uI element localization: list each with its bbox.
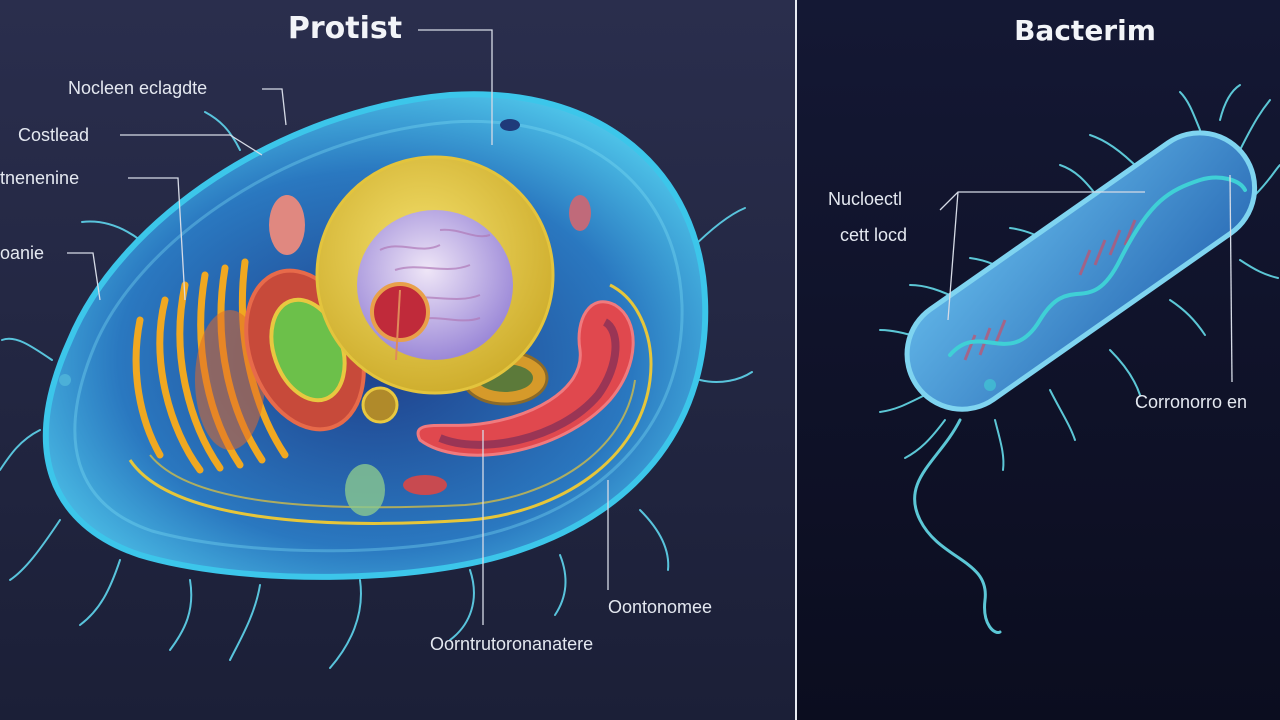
protist-cell — [0, 91, 753, 669]
bacterium-granule — [984, 379, 996, 391]
protist-title: Protist — [288, 11, 402, 46]
protist-er-outer — [128, 283, 653, 525]
protist-vesicle-green — [345, 464, 385, 516]
protist-label-bottom-right: Oontonomee — [608, 597, 712, 617]
protist-nucleolus — [357, 210, 513, 360]
protist-nucleolus-pointer — [395, 289, 401, 361]
protist-granule — [500, 119, 520, 131]
protist-mitochondrion-inner — [438, 318, 620, 449]
protist-label-vacuole: oanie — [0, 243, 44, 263]
protist-vesicle-red — [403, 475, 447, 495]
bacterium-label-right: Corronorro en — [1135, 392, 1247, 412]
bacterium-dna — [948, 175, 1247, 357]
protist-inner-membrane — [73, 119, 684, 553]
protist-label-cytoplasm: Costlead — [18, 125, 89, 145]
protist-vesicle-pink — [269, 195, 305, 255]
protist-vesicle-mauve — [569, 195, 591, 231]
bacterium-flagellum — [913, 418, 1002, 634]
protist-vesicle-small — [361, 386, 399, 424]
protist-label-bottom-center: Oorntrutoronanatere — [430, 634, 593, 654]
protist-granule-2 — [59, 374, 71, 386]
bacterium-label-nucleoid-2: cett locd — [840, 225, 907, 245]
bacterium-title: Bacterim — [1014, 14, 1156, 47]
protist-nucleolus-core — [370, 282, 430, 342]
protist-label-nucleus: Nocleen eclagdte — [68, 78, 207, 98]
protist-leader-lines — [67, 29, 609, 625]
bacterium — [879, 84, 1280, 634]
protist-er-inner — [149, 379, 636, 509]
bacterium-leader-lines — [939, 174, 1233, 383]
protist-label-membrane: tnenenine — [0, 168, 79, 188]
bacterium-label-nucleoid-1: Nucloectl — [828, 189, 902, 209]
